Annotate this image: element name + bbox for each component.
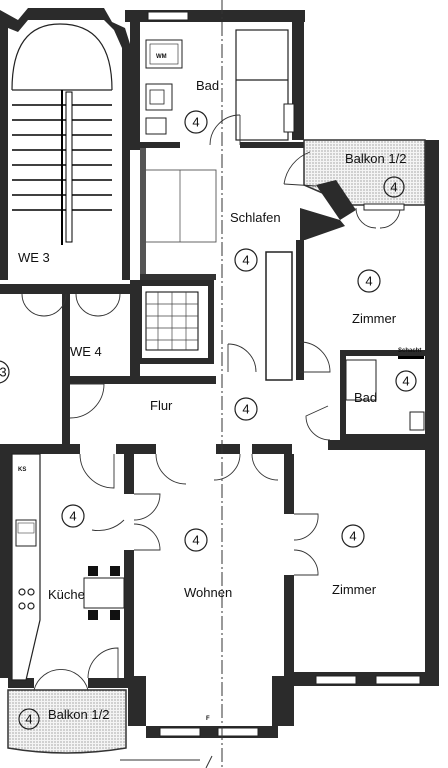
unit-marker-flur: 4 <box>234 397 258 421</box>
balcony-right <box>283 139 426 220</box>
room-label-schlafen: Schlafen <box>230 210 281 225</box>
staircase <box>0 8 130 280</box>
fixture-label-schacht: Schacht <box>398 348 421 354</box>
unit-marker-zimmer-right: 4 <box>357 269 381 293</box>
fixture-labels: WM KS Schacht F <box>18 54 421 722</box>
windows <box>147 11 421 737</box>
room-label-bad-top: Bad <box>196 78 219 93</box>
unit-marker-partial-left: 3 <box>0 360 10 384</box>
doors <box>21 207 401 679</box>
svg-text:4: 4 <box>242 253 249 268</box>
fixture-label-ks: KS <box>18 467 26 473</box>
svg-text:4: 4 <box>192 533 199 548</box>
elevator-shaft <box>136 280 214 364</box>
interior-walls <box>0 148 438 680</box>
unit-marker-zimmer-bottom: 4 <box>341 524 365 548</box>
svg-text:4: 4 <box>69 509 76 524</box>
svg-text:3: 3 <box>0 365 7 380</box>
unit-marker-kueche: 4 <box>61 504 85 528</box>
fixture-label-wm: WM <box>156 54 167 60</box>
unit-marker-schlafen: 4 <box>234 248 258 272</box>
svg-text:4: 4 <box>365 274 372 289</box>
unit-markers: 4 4 4 4 4 4 4 4 4 4 3 <box>0 110 417 730</box>
svg-text:4: 4 <box>390 180 397 195</box>
bed <box>141 169 217 243</box>
svg-text:4: 4 <box>402 374 409 389</box>
room-label-wohnen: Wohnen <box>184 585 232 600</box>
unit-marker-bad-small: 4 <box>395 370 417 392</box>
bad-top-fixtures <box>145 29 295 146</box>
fixture-label-f: F <box>206 716 210 722</box>
balcony-bottom <box>7 669 127 754</box>
svg-text:4: 4 <box>242 402 249 417</box>
room-label-we4: WE 4 <box>70 344 102 359</box>
kitchen-fixtures <box>11 453 125 681</box>
bad-small-fixtures <box>345 356 425 431</box>
svg-text:4: 4 <box>25 712 32 727</box>
unit-marker-balkon-bottom: 4 <box>18 708 40 730</box>
unit-marker-wohnen: 4 <box>184 528 208 552</box>
room-label-we3: WE 3 <box>18 250 50 265</box>
room-label-kueche: Küche <box>48 587 85 602</box>
section-arrow <box>120 755 213 768</box>
room-label-zimmer-bottom: Zimmer <box>332 582 377 597</box>
svg-text:4: 4 <box>349 529 356 544</box>
unit-marker-balkon-right: 4 <box>383 176 405 198</box>
room-labels: Bad Balkon 1/2 Schlafen WE 3 WE 4 Zimmer… <box>18 78 406 722</box>
unit-marker-bad-top: 4 <box>184 110 208 134</box>
room-label-zimmer-right: Zimmer <box>352 311 397 326</box>
room-label-flur: Flur <box>150 398 173 413</box>
room-label-balkon-bottom: Balkon 1/2 <box>48 707 109 722</box>
svg-text:4: 4 <box>192 115 199 130</box>
room-label-bad-small: Bad <box>354 390 377 405</box>
room-label-balkon-right: Balkon 1/2 <box>345 151 406 166</box>
